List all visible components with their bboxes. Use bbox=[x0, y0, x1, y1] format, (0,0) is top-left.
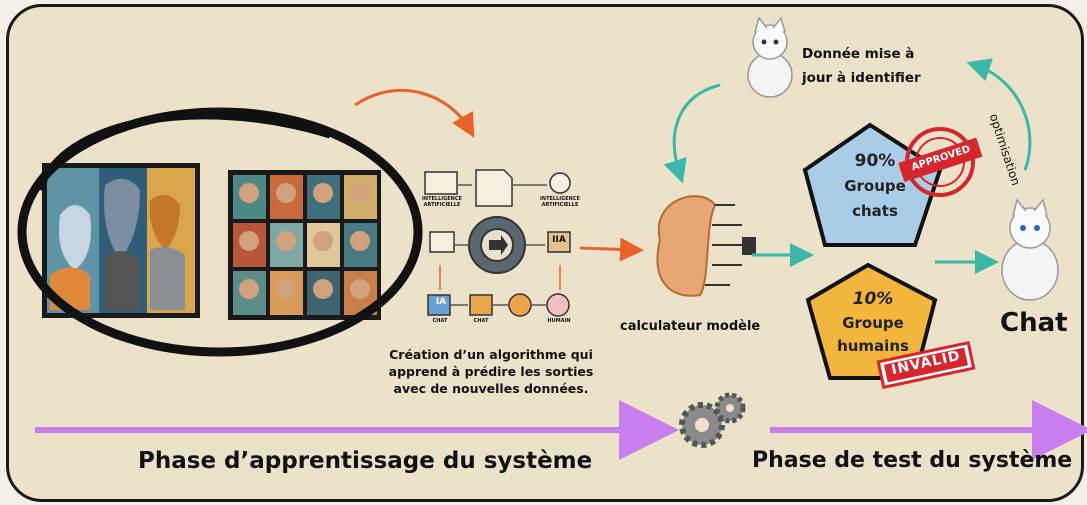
teal-arrow-optimisation bbox=[966, 58, 1032, 171]
cat-images-collage bbox=[42, 163, 200, 318]
algo-label-humain: HUMAIN bbox=[547, 318, 571, 324]
learning-phase-label: Phase d’apprentissage du système bbox=[138, 448, 593, 474]
algo-label-ai-1: INTELLIGENCE ARTIFICIELLE bbox=[422, 196, 462, 208]
algorithm-caption-line3: avec de nouvelles données. bbox=[393, 381, 589, 396]
white-cat-result-icon bbox=[1001, 198, 1059, 301]
model-label: calculateur modèle bbox=[620, 319, 761, 334]
humans-group-line2: humains bbox=[837, 337, 909, 355]
brain-chip-icon bbox=[656, 195, 756, 297]
algo-label-chat-1: CHAT bbox=[432, 318, 448, 324]
orange-arrow-model bbox=[579, 237, 644, 262]
white-cat-top-icon bbox=[747, 16, 793, 98]
algorithm-illustration bbox=[424, 169, 571, 317]
cats-group-percent: 90% bbox=[854, 151, 896, 171]
algorithm-caption-line2: apprend à prédire les sorties bbox=[388, 364, 594, 379]
algo-label-chat-2: CHAT bbox=[473, 318, 489, 324]
human-images-collage bbox=[228, 170, 381, 320]
humans-group-percent: 10% bbox=[852, 289, 894, 309]
cats-group-line1: Groupe bbox=[844, 177, 906, 195]
testing-phase-label: Phase de test du système bbox=[752, 448, 1073, 473]
orange-arrow-top bbox=[354, 88, 475, 138]
new-data-line2: jour à identifier bbox=[802, 70, 921, 86]
teal-arrow-loop bbox=[663, 83, 721, 184]
cats-group-line2: chats bbox=[852, 202, 898, 220]
algorithm-caption: Création d’un algorithme qui apprend à p… bbox=[385, 346, 597, 397]
humans-group-line1: Groupe bbox=[842, 314, 904, 332]
algo-label-ai-2: INTELLIGENCE ARTIFICIELLE bbox=[540, 196, 580, 208]
gears-icon bbox=[679, 392, 746, 448]
algo-label-iia: IIA bbox=[552, 235, 566, 245]
algo-label-ia: IA bbox=[435, 297, 447, 307]
new-data-label: Donnée mise à jour à identifier bbox=[802, 42, 942, 90]
circle-scribble bbox=[17, 107, 423, 357]
result-label: Chat bbox=[1000, 308, 1068, 338]
algorithm-caption-line1: Création d’un algorithme qui bbox=[389, 347, 593, 362]
approved-stamp bbox=[898, 127, 983, 197]
new-data-line1: Donnée mise à bbox=[802, 46, 915, 62]
humans-group-pentagon bbox=[805, 262, 938, 380]
